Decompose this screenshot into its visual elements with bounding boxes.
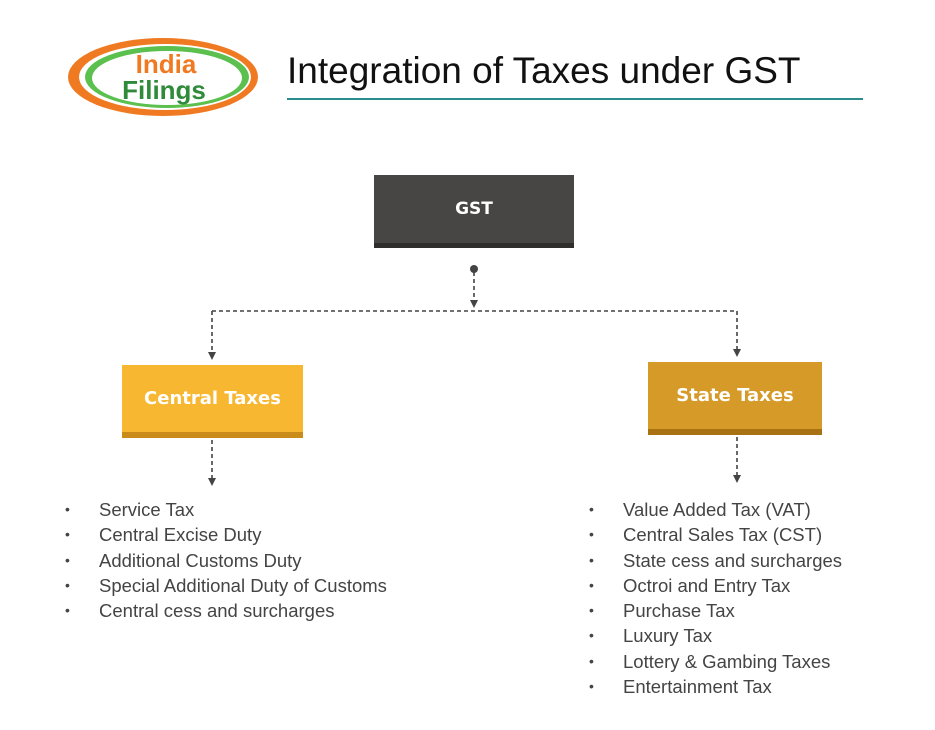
- state-taxes-label: State Taxes: [676, 385, 794, 406]
- list-item-text: Additional Customs Duty: [99, 549, 302, 571]
- list-item-text: Octroi and Entry Tax: [623, 574, 791, 596]
- list-item: • Purchase Tax: [589, 598, 842, 623]
- india-filings-logo: India Filings: [68, 38, 258, 116]
- state-taxes-list: • Value Added Tax (VAT) • Central Sales Ta…: [589, 497, 842, 699]
- logo-text-filings: Filings: [122, 75, 206, 105]
- list-item-text: Central Excise Duty: [99, 524, 262, 546]
- list-item: • Additional Customs Duty: [65, 548, 387, 573]
- list-item: • Central Sales Tax (CST): [589, 522, 842, 547]
- root-connector-dot: [470, 265, 478, 273]
- logo-inner-fill: [92, 51, 242, 105]
- bullet-icon: •: [65, 576, 70, 593]
- gst-root-box: GST: [374, 175, 574, 248]
- list-item: • Lottery & Gambing Taxes: [589, 649, 842, 674]
- list-item-text: Central cess and surcharges: [99, 600, 335, 622]
- bullet-icon: •: [589, 526, 594, 543]
- bullet-icon: •: [589, 602, 594, 619]
- list-item-text: State cess and surcharges: [623, 549, 843, 571]
- list-item: • Octroi and Entry Tax: [589, 573, 842, 598]
- list-item: • Central Excise Duty: [65, 522, 387, 547]
- list-item-text: Entertainment Tax: [623, 676, 772, 698]
- bullet-icon: •: [65, 602, 70, 619]
- bullet-icon: •: [589, 627, 594, 644]
- bullet-icon: •: [589, 652, 594, 669]
- logo-text-india: India: [136, 49, 197, 79]
- bullet-icon: •: [589, 576, 594, 593]
- list-item: • Service Tax: [65, 497, 387, 522]
- central-taxes-label: Central Taxes: [144, 388, 281, 409]
- gst-root-label: GST: [455, 199, 493, 219]
- bullet-icon: •: [65, 526, 70, 543]
- bullet-icon: •: [65, 501, 70, 517]
- state-taxes-box: State Taxes: [648, 362, 822, 435]
- central-taxes-box: Central Taxes: [122, 365, 303, 438]
- bullet-icon: •: [589, 551, 594, 568]
- list-item-text: Central Sales Tax (CST): [623, 524, 823, 546]
- bullet-icon: •: [589, 678, 594, 695]
- bullet-icon: •: [65, 551, 70, 568]
- bullet-icon: •: [589, 501, 594, 517]
- list-item-text: Purchase Tax: [623, 600, 735, 622]
- list-item: • Central cess and surcharges: [65, 598, 387, 623]
- list-item: • Entertainment Tax: [589, 674, 842, 699]
- list-item: • Special Additional Duty of Customs: [65, 573, 387, 598]
- list-item-text: Luxury Tax: [623, 625, 713, 647]
- list-item-text: Special Additional Duty of Customs: [99, 574, 387, 596]
- list-item-text: Service Tax: [99, 499, 195, 520]
- list-item: • Value Added Tax (VAT): [589, 497, 842, 522]
- list-item-text: Lottery & Gambing Taxes: [623, 650, 831, 672]
- list-item-text: Value Added Tax (VAT): [623, 499, 811, 520]
- list-item: • State cess and surcharges: [589, 548, 842, 573]
- list-item: • Luxury Tax: [589, 623, 842, 648]
- title-underline: [287, 98, 863, 100]
- central-taxes-list: • Service Tax • Central Excise Duty • Addit…: [65, 497, 387, 623]
- page-title: Integration of Taxes under GST: [287, 50, 801, 91]
